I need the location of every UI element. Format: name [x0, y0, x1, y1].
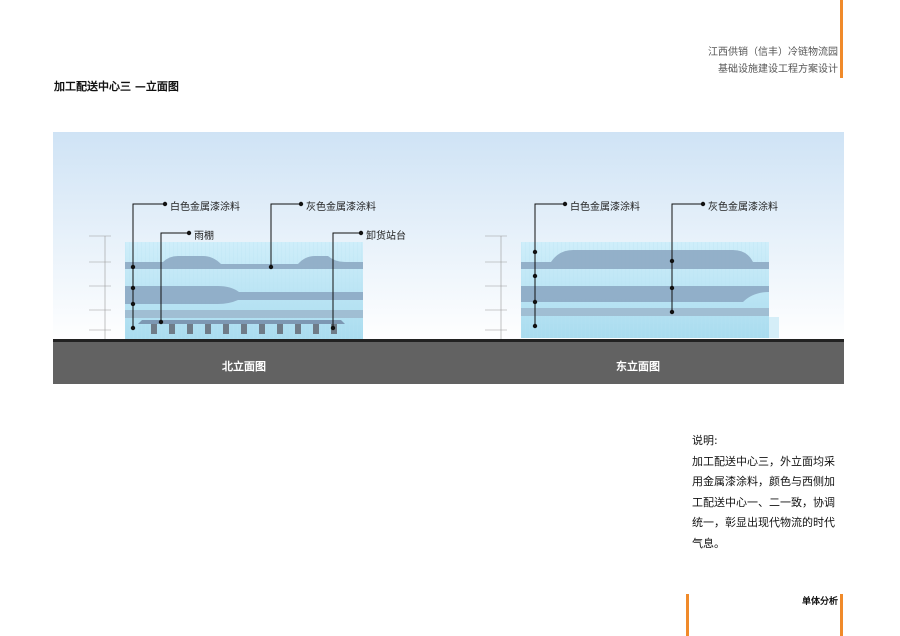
- east-label-gray-metal: 灰色金属漆涂料: [708, 202, 778, 213]
- bottom-left-accent-bar: [686, 594, 689, 636]
- top-accent-bar: [840, 0, 843, 78]
- notes-body: 加工配送中心三，外立面均采用金属漆涂料，颜色与西侧加工配送中心一、二一致，协调统…: [692, 454, 835, 550]
- north-canopy: [138, 320, 345, 334]
- east-label-white-metal: 白色金属漆涂料: [570, 202, 640, 213]
- north-label-gray-metal: 灰色金属漆涂料: [306, 202, 376, 213]
- north-band-top: [125, 256, 363, 269]
- project-name: 江西供销（信丰）冷链物流园: [708, 47, 838, 58]
- east-band-top: [521, 250, 769, 269]
- east-band-middle: [521, 286, 769, 302]
- project-header: 江西供销（信丰）冷链物流园 基础设施建设工程方案设计: [708, 44, 838, 78]
- east-building: [485, 235, 779, 340]
- east-elevation-caption: 东立面图: [616, 360, 660, 373]
- north-label-loading-dock: 卸货站台: [366, 231, 406, 242]
- north-label-canopy: 雨棚: [194, 231, 214, 242]
- ground-strip: [53, 342, 844, 384]
- north-building: [89, 235, 363, 340]
- notes-block: 说明: 加工配送中心三，外立面均采用金属漆涂料，颜色与西侧加工配送中心一、二一致…: [692, 431, 842, 554]
- north-elevation-caption: 北立面图: [222, 360, 266, 373]
- project-subtitle: 基础设施建设工程方案设计: [718, 64, 838, 75]
- east-leaders: [534, 203, 703, 326]
- north-label-white-metal: 白色金属漆涂料: [170, 202, 240, 213]
- section-title: 加工配送中心三 —立面图: [54, 80, 179, 93]
- north-band-middle: [125, 286, 363, 304]
- footer-label: 单体分析: [801, 597, 838, 607]
- elevation-drawing: [53, 132, 844, 384]
- elevation-panel: 白色金属漆涂料 灰色金属漆涂料 雨棚 卸货站台 白色金属漆涂料 灰色金属漆涂料 …: [53, 132, 844, 384]
- bottom-right-accent-bar: [840, 594, 843, 636]
- notes-heading: 说明:: [692, 434, 718, 447]
- ground-line: [53, 339, 844, 342]
